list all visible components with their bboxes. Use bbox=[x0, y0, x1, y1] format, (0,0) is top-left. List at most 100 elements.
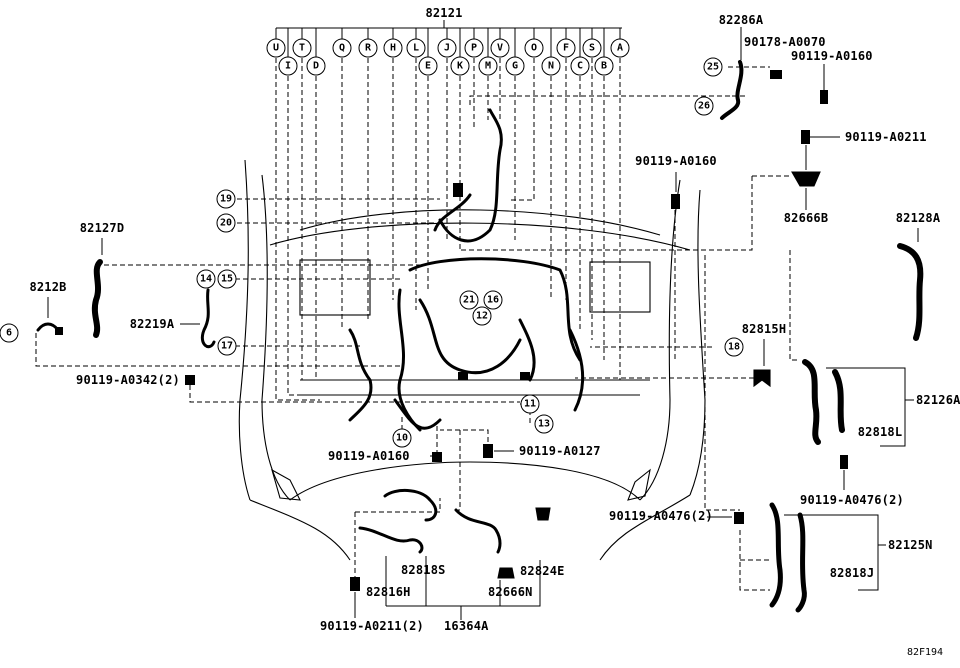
ref-circle-17-ring bbox=[217, 336, 237, 356]
letter-B: B bbox=[601, 61, 607, 72]
ref-circle-25-ring bbox=[703, 57, 723, 77]
letter-B-ring bbox=[594, 56, 614, 76]
top-bracket-group: 82121 bbox=[276, 6, 622, 29]
letter-N: N bbox=[548, 61, 554, 72]
label-82815H: 82815H bbox=[742, 322, 787, 336]
ref-circle-6-ring bbox=[0, 323, 19, 343]
label-90178-A0070: 90178-A0070 bbox=[744, 35, 826, 49]
letter-T-ring bbox=[292, 38, 312, 58]
label-82126A: 82126A bbox=[916, 393, 960, 407]
ref-circle-26: 26 bbox=[698, 101, 710, 112]
letter-R-ring bbox=[358, 38, 378, 58]
letter-C-ring bbox=[570, 56, 590, 76]
letter-J-ring bbox=[437, 38, 457, 58]
harness-82126A-group: 82126A 82818L 90119-A0476(2) bbox=[800, 359, 960, 507]
label-82666B: 82666B bbox=[784, 211, 829, 225]
label-82818J: 82818J bbox=[830, 566, 875, 580]
ref-circle-11: 11 bbox=[524, 399, 536, 410]
letter-V: V bbox=[497, 43, 503, 54]
ref-circle-15-ring bbox=[217, 269, 237, 289]
ref-circle-14-ring bbox=[196, 269, 216, 289]
letter-Q-ring bbox=[332, 38, 352, 58]
letter-G-ring bbox=[505, 56, 525, 76]
label-82818L: 82818L bbox=[858, 425, 903, 439]
letter-G: G bbox=[512, 61, 518, 72]
letter-T: T bbox=[299, 43, 305, 54]
ref-circle-16: 16 bbox=[487, 295, 499, 306]
letter-D: D bbox=[313, 61, 319, 72]
letter-J: J bbox=[444, 43, 450, 54]
letter-S-ring bbox=[582, 38, 602, 58]
connector-8212B-group: 8212B bbox=[29, 280, 66, 335]
label-90119-A0160-top: 90119-A0160 bbox=[791, 49, 873, 63]
label-90119-A0160-mid: 90119-A0160 bbox=[635, 154, 717, 168]
letter-F-ring bbox=[556, 38, 576, 58]
bolt-90119-A0160-mid-group: 90119-A0160 bbox=[635, 154, 717, 209]
ref-circle-19-ring bbox=[216, 189, 236, 209]
harness-82125N-group: 90119-A0476(2) 82125N 82818J bbox=[609, 502, 933, 613]
ref-circle-10-ring bbox=[392, 428, 412, 448]
letter-H-ring bbox=[383, 38, 403, 58]
letter-O-ring bbox=[524, 38, 544, 58]
letter-M: M bbox=[485, 61, 491, 72]
label-90119-A0342: 90119-A0342(2) bbox=[76, 373, 180, 387]
label-8212B: 8212B bbox=[29, 280, 66, 294]
ref-circle-20: 20 bbox=[220, 218, 232, 229]
letter-I: I bbox=[285, 61, 291, 72]
label-16364A: 16364A bbox=[444, 619, 489, 633]
letter-H: H bbox=[390, 43, 396, 54]
ref-circle-19: 19 bbox=[220, 194, 232, 205]
bolt-90119-A0342-group: 90119-A0342(2) bbox=[76, 373, 195, 387]
letter-C: C bbox=[577, 61, 583, 72]
letter-U-ring bbox=[266, 38, 286, 58]
letter-K: K bbox=[457, 61, 463, 72]
label-82816H: 82816H bbox=[366, 585, 411, 599]
ref-circle-20-ring bbox=[216, 213, 236, 233]
label-90119-A0211-bot: 90119-A0211(2) bbox=[320, 619, 424, 633]
bracket-82666B-group: 90119-A0211 82666B bbox=[752, 130, 927, 225]
ref-circle-16-ring bbox=[483, 290, 503, 310]
harness-82219A-group: 82219A bbox=[130, 288, 216, 349]
ref-circle-13: 13 bbox=[538, 419, 550, 430]
ref-circle-12-ring bbox=[472, 306, 492, 326]
label-82219A: 82219A bbox=[130, 317, 175, 331]
ref-circle-15: 15 bbox=[221, 274, 233, 285]
label-90119-A0127: 90119-A0127 bbox=[519, 444, 601, 458]
diagram-code: 82F194 bbox=[907, 647, 943, 658]
label-82125N: 82125N bbox=[888, 538, 933, 552]
ref-circle-18-ring bbox=[724, 337, 744, 357]
letter-R: R bbox=[365, 43, 372, 54]
letter-L-ring bbox=[406, 38, 426, 58]
ref-circle-17: 17 bbox=[221, 341, 233, 352]
bottom-harness-group: 82818S 82824E 82816H 82666N 16364A 90119… bbox=[320, 489, 565, 633]
letter-I-ring bbox=[278, 56, 298, 76]
ref-circle-12: 12 bbox=[476, 311, 488, 322]
label-82286A: 82286A bbox=[719, 13, 764, 27]
label-82121: 82121 bbox=[425, 6, 462, 20]
label-82666N: 82666N bbox=[488, 585, 533, 599]
letter-S: S bbox=[589, 43, 595, 54]
leader-lines bbox=[35, 58, 800, 591]
ref-circle-21-ring bbox=[459, 290, 479, 310]
label-90119-A0476-right: 90119-A0476(2) bbox=[800, 493, 904, 507]
label-82818S: 82818S bbox=[401, 563, 446, 577]
letter-K-ring bbox=[450, 56, 470, 76]
label-82128A: 82128A bbox=[896, 211, 941, 225]
label-90119-A0211-top: 90119-A0211 bbox=[845, 130, 927, 144]
letter-P: P bbox=[471, 43, 477, 54]
ref-circle-6: 6 bbox=[6, 328, 12, 339]
harness-82128A-group: 82128A bbox=[896, 211, 941, 341]
label-90119-A0476-left: 90119-A0476(2) bbox=[609, 509, 713, 523]
ref-circle-14: 14 bbox=[200, 274, 212, 285]
letter-E: E bbox=[425, 61, 431, 72]
letter-A: A bbox=[617, 43, 623, 54]
ref-circle-10: 10 bbox=[396, 433, 408, 444]
letter-U: U bbox=[273, 43, 279, 54]
label-90119-A0160-bot: 90119-A0160 bbox=[328, 449, 410, 463]
connector-82286A-group: 82286A 90178-A0070 90119-A0160 bbox=[719, 13, 873, 120]
label-82824E: 82824E bbox=[520, 564, 565, 578]
